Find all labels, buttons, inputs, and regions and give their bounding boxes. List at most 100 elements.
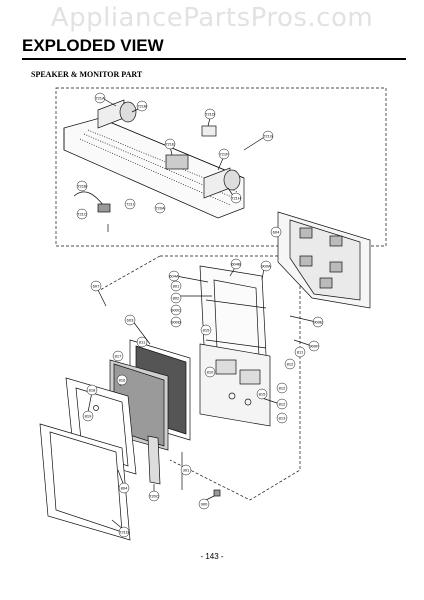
speaker-connector (165, 154, 189, 170)
part-label-text: 812 (279, 386, 286, 391)
part-label-text: 604A (169, 274, 179, 279)
part-label: 900F (308, 340, 320, 352)
part-label-text: 811 (297, 350, 304, 355)
part-label-text: 811 (139, 340, 146, 345)
part-label-text: 721C (77, 212, 87, 217)
part-label-text: 604 (273, 230, 280, 235)
part-label-text: 818 (89, 388, 96, 393)
part-label-text: 819 (85, 414, 92, 419)
part-label: 810 (204, 366, 216, 378)
part-label-text: 900 (201, 502, 208, 507)
part-label-text: 801 (173, 284, 180, 289)
part-label-text: 603 (127, 318, 134, 323)
outer-frame (39, 423, 131, 541)
speaker-wire (73, 191, 105, 207)
part-label-text: 815 (259, 392, 266, 397)
part-label-text: 817 (115, 354, 122, 359)
part-label-text: 607 (93, 284, 100, 289)
part-label: 301 (180, 464, 192, 476)
part-label: 900 (198, 498, 210, 510)
part-labels: 721A 721B 721D 721E 721F 721G 721H 721B … (76, 92, 324, 538)
part-label: 721F (218, 148, 230, 160)
part-label-text: 804 (121, 486, 128, 491)
part-label-text: 721B (137, 104, 147, 109)
part-label-text: 816 (119, 378, 126, 383)
part-label-text: 301 (183, 468, 190, 473)
part-label-text: 604B (231, 262, 241, 267)
part-label-text: 721H (231, 196, 241, 201)
part-label-text: 720A (155, 206, 165, 211)
part-label-text: 812 (287, 362, 294, 367)
part-label-text: 802 (173, 296, 180, 301)
page-number: - 143 - (200, 552, 224, 561)
part-label-text: 721G (263, 134, 273, 139)
part-label: 813 (276, 412, 288, 424)
part-label: 721I (124, 198, 136, 210)
part-label-text: 721D (205, 112, 215, 117)
part-label: 721B (76, 180, 88, 192)
part-label: 721G (262, 130, 274, 142)
circuit-board (199, 343, 271, 427)
part-label: 804 (118, 482, 130, 494)
section-heading: SPEAKER & MONITOR PART (31, 70, 143, 79)
part-label: 721D (118, 526, 130, 538)
part-label: 812 (276, 382, 288, 394)
part-label: 604B (230, 258, 242, 270)
part-label: 801 (170, 280, 182, 292)
part-label: 900D (170, 316, 182, 328)
part-label-text: 721E (165, 142, 175, 147)
part-label: 720C (148, 490, 160, 502)
part-label: 721E (164, 138, 176, 150)
part-label-text: 900C (171, 308, 181, 313)
part-label: 811 (294, 346, 306, 358)
part-label: 900E (312, 316, 324, 328)
part-label: 812 (284, 358, 296, 370)
part-label-text: 721F (219, 152, 229, 157)
part-label: 603 (124, 314, 136, 326)
part-label: 900C (170, 304, 182, 316)
part-label: 900A (260, 260, 272, 272)
watermark: AppliancePartsPros.com (50, 3, 374, 33)
part-label: 720A (154, 202, 166, 214)
part-label-text: 721A (95, 96, 105, 101)
part-label: 815 (200, 324, 212, 336)
page-title: EXPLODED VIEW (22, 36, 164, 55)
part-label: 721B (136, 100, 148, 112)
part-label-text: 813 (279, 416, 286, 421)
part-label: 604A (168, 270, 180, 282)
part-label: 816 (116, 374, 128, 386)
speaker-pad (97, 203, 111, 213)
part-label: 721C (76, 208, 88, 220)
speaker-group-outline (55, 87, 387, 247)
part-label: 721H (230, 192, 242, 204)
rear-cover (277, 211, 371, 309)
part-label: 607 (90, 280, 102, 292)
part-label-text: 721D (119, 530, 129, 535)
part-label: 812 (276, 398, 288, 410)
monitor-group-outline (160, 255, 301, 501)
part-label: 819 (82, 410, 94, 422)
speaker-right (203, 167, 241, 199)
part-label-text: 900D (171, 320, 181, 325)
part-label-text: 812 (279, 402, 286, 407)
part-label-text: 900A (261, 264, 271, 269)
speaker-bracket (201, 125, 217, 137)
side-strip (147, 435, 161, 485)
title-rule (22, 58, 406, 60)
hardware-screw (205, 489, 221, 501)
part-label-text: 721B (77, 184, 87, 189)
part-label: 721A (94, 92, 106, 104)
speaker-left (97, 99, 137, 129)
part-label: 815 (256, 388, 268, 400)
part-label-text: 900F (309, 344, 319, 349)
part-label: 811 (136, 336, 148, 348)
part-label: 817 (112, 350, 124, 362)
part-label: 721D (204, 108, 216, 120)
part-label-text: 810 (207, 370, 214, 375)
part-label-text: 720C (149, 494, 159, 499)
part-label: 802 (170, 292, 182, 304)
part-label-text: 900E (313, 320, 323, 325)
part-label: 604 (270, 226, 282, 238)
part-label-text: 815 (203, 328, 210, 333)
